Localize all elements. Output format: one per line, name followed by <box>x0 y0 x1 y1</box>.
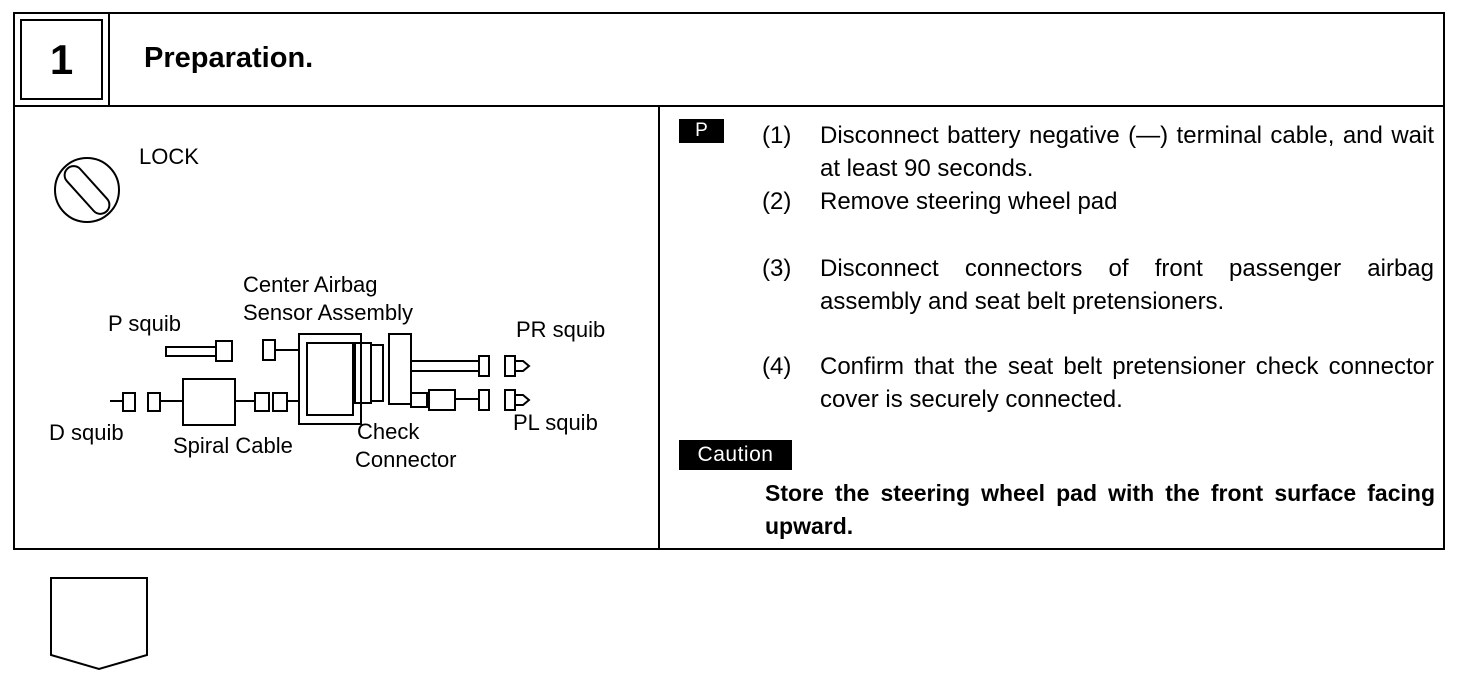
step-num: (2) <box>762 188 792 215</box>
airbag-wiring-diagram: LOCK Center Airbag Sensor Assembly P squ… <box>49 144 605 472</box>
step-num: (3) <box>762 255 792 282</box>
step-num: (4) <box>762 353 792 380</box>
center-airbag-label-line2: Sensor Assembly <box>243 300 413 325</box>
pl-squib-harness <box>410 389 531 411</box>
p-badge: P <box>679 119 724 143</box>
pl-squib-label: PL squib <box>513 410 598 435</box>
pr-squib-label: PR squib <box>516 317 605 342</box>
lock-label: LOCK <box>139 144 199 169</box>
sensor-input-connector <box>262 339 276 361</box>
center-airbag-label-line1: Center Airbag <box>243 272 378 297</box>
step-text: Confirm that the seat belt pretensioner … <box>820 353 1434 413</box>
spiral-cable-connector <box>235 392 299 412</box>
d-squib-label: D squib <box>49 420 124 445</box>
step-number: 1 <box>20 19 103 100</box>
check-connector-label-line1: Check <box>357 419 420 444</box>
center-airbag-sensor-body <box>298 333 362 425</box>
spiral-cable-label: Spiral Cable <box>173 433 293 458</box>
spiral-cable-body <box>182 378 236 426</box>
step-item-2: (2) Remove steering wheel pad <box>762 185 1434 218</box>
caution-badge: Caution <box>679 440 792 470</box>
step-text: Disconnect battery negative (—) terminal… <box>820 122 1434 182</box>
d-squib-connector <box>110 392 183 412</box>
step-title: Preparation. <box>144 42 314 74</box>
pr-squib-harness <box>410 355 531 377</box>
p-squib-label: P squib <box>108 311 181 336</box>
step-item-3: (3) Disconnect connectors of front passe… <box>762 252 1434 318</box>
step-text: Disconnect connectors of front passenger… <box>820 255 1434 315</box>
check-connector-label-line2: Connector <box>355 447 457 472</box>
step-text: Remove steering wheel pad <box>820 188 1118 215</box>
instructions-panel: P (1) Disconnect battery negative (—) te… <box>660 107 1445 548</box>
procedure-frame: 1 Preparation. <box>13 12 1445 550</box>
illustration-panel: LOCK Center Airbag Sensor Assembly P squ… <box>15 107 660 548</box>
step-header: 1 Preparation. <box>15 14 1443 107</box>
p-squib-connector <box>165 340 233 362</box>
caution-text: Store the steering wheel pad with the fr… <box>765 480 1435 539</box>
check-connector-body <box>354 333 412 405</box>
step-number-box: 1 <box>15 14 110 105</box>
step-item-4: (4) Confirm that the seat belt pretensio… <box>762 350 1434 416</box>
ignition-lock-icon <box>54 157 120 223</box>
page-tab-marker <box>50 577 148 671</box>
step-item-1: (1) Disconnect battery negative (—) term… <box>762 119 1434 185</box>
step-num: (1) <box>762 122 792 149</box>
